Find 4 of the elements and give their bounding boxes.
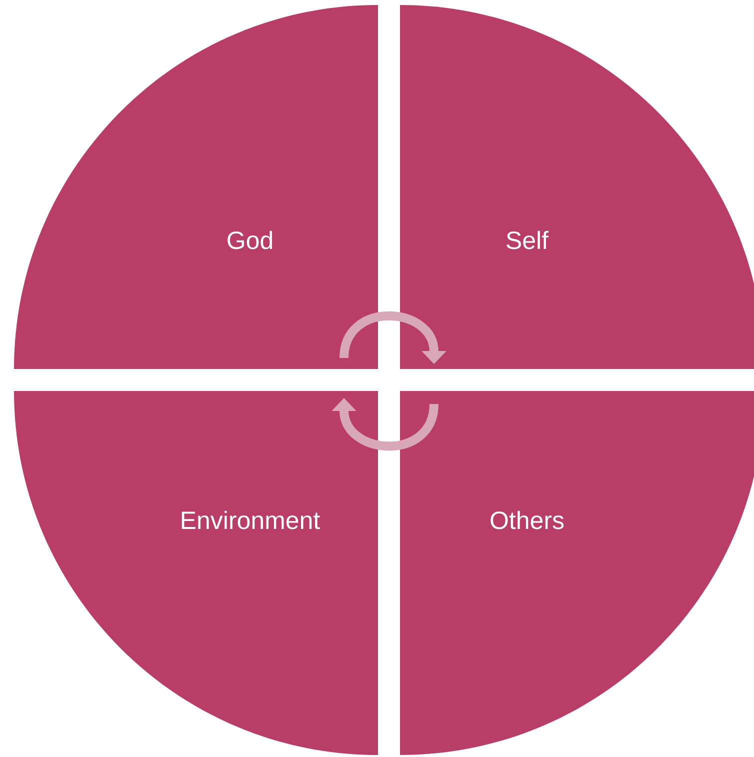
- quadrant-segment: God: [14, 5, 378, 369]
- quadrant-segment: Self: [400, 5, 754, 369]
- quadrant-segment: Others: [400, 391, 754, 755]
- quadrant-segment: Environment: [14, 391, 378, 755]
